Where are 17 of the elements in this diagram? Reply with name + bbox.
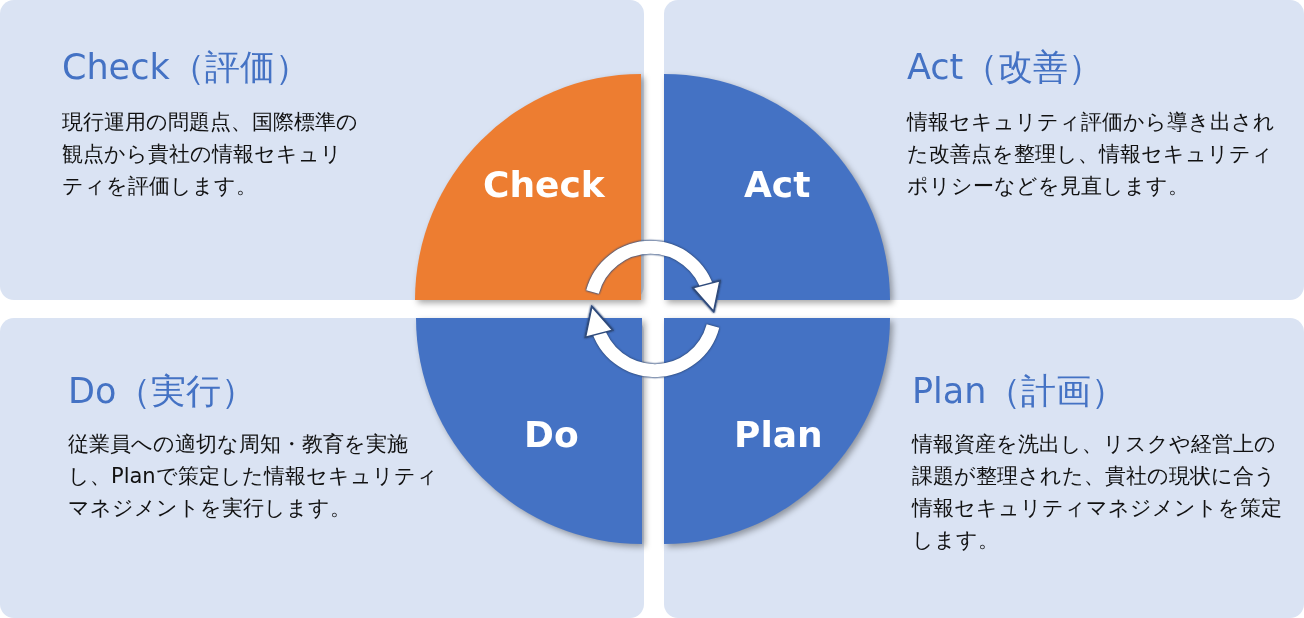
panel-description: 情報資産を洗出し、リスクや経営上の課題が整理された、貴社の現状に合う情報セキュリティマネジメントを策定します。 — [912, 431, 1283, 554]
panel-description: 従業員への適切な周知・教育を実施し、Planで策定した情報セキュリティマネジメントを実行します。 — [68, 431, 438, 522]
segment-label: Check — [483, 164, 605, 205]
panel-card — [0, 0, 644, 300]
panel-heading: Check（評価） — [62, 46, 310, 88]
segment-label: Do — [524, 414, 579, 455]
panel-description: 情報セキュリティ評価から導き出された改善点を整理し、情報セキュリティポリシーなどを見直します。 — [907, 109, 1276, 200]
panel-description: 現行運用の問題点、国際標準の観点から貴社の情報セキュリティを評価します。 — [62, 109, 359, 200]
curved-arrow — [585, 306, 720, 377]
panel-heading: Do（実行） — [68, 370, 257, 412]
segment-label: Act — [744, 164, 811, 205]
panel-card — [664, 0, 1304, 300]
panel-heading: Act（改善） — [907, 46, 1104, 88]
panel-card — [0, 318, 644, 618]
panel-card — [664, 318, 1304, 618]
panel-heading: Plan（計画） — [912, 370, 1127, 412]
segment-label: Plan — [734, 414, 823, 455]
